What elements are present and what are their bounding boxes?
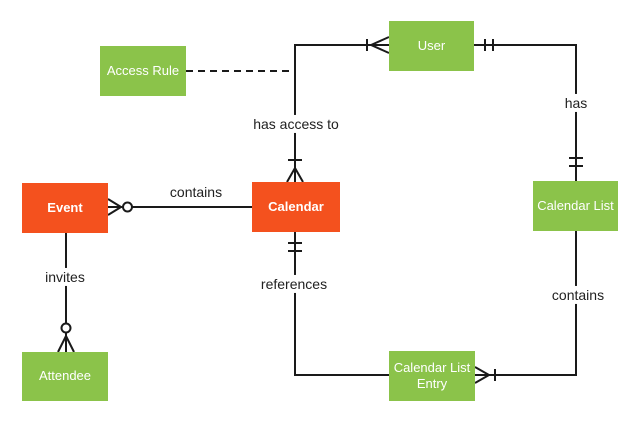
double-tick-icon	[484, 39, 494, 51]
entity-attendee-label: Attendee	[38, 368, 92, 384]
relationship-label-has: has	[560, 93, 592, 113]
relationship-label-has-access-to: has access to	[249, 114, 343, 134]
connector-event-calendar	[107, 198, 252, 216]
entity-access-rule: Access Rule	[100, 46, 186, 96]
crows-foot-icon	[107, 198, 122, 216]
connector-calendar-list-entry	[474, 231, 577, 384]
zero-circle-icon	[60, 322, 72, 334]
entity-access-rule-label: Access Rule	[106, 62, 180, 78]
relationship-label-references: references	[256, 274, 332, 294]
entity-calendar-list-label: Calendar List	[537, 197, 614, 213]
entity-user-label: User	[417, 37, 446, 53]
zero-circle-icon	[122, 201, 133, 213]
connector-event-attendee	[57, 233, 75, 353]
entity-event-label: Event	[47, 199, 83, 215]
double-tick-icon	[288, 242, 302, 252]
entity-calendar: Calendar	[252, 182, 340, 232]
entity-event: Event	[22, 183, 108, 233]
connector-user-calendar-list	[474, 39, 583, 181]
entity-calendar-list: Calendar List	[533, 181, 618, 231]
entity-calendar-list-entry-label: Calendar List Entry	[393, 359, 471, 391]
connector-calendar-entry-references	[288, 232, 389, 376]
entity-user: User	[389, 21, 474, 71]
connector-calendar-user	[286, 36, 390, 183]
crows-foot-icon	[370, 36, 390, 54]
entity-calendar-label: Calendar	[268, 198, 324, 214]
relationship-label-contains-2: contains	[547, 285, 609, 305]
crows-foot-icon	[286, 167, 304, 183]
crows-foot-icon	[57, 335, 75, 353]
crows-foot-icon	[474, 366, 490, 384]
entity-calendar-list-entry: Calendar List Entry	[389, 351, 475, 401]
relationship-label-invites: invites	[41, 267, 89, 287]
double-tick-icon	[569, 157, 583, 167]
entity-attendee: Attendee	[22, 352, 108, 401]
relationship-label-contains: contains	[165, 182, 227, 202]
